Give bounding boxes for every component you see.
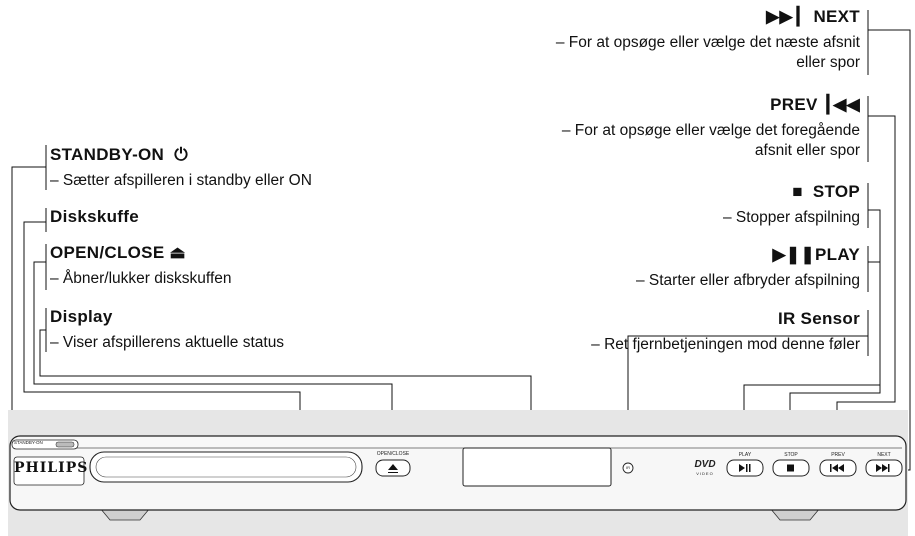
ir-sensor-icon: [622, 462, 634, 474]
stop-panel-label: STOP: [784, 452, 798, 458]
standby-led: [55, 441, 75, 448]
eject-icon: ⏏: [169, 243, 186, 262]
display-title: Display: [50, 307, 113, 326]
play-pause-icon: ▶❚❚: [772, 245, 816, 264]
standby-title: STANDBY-ON ⏻: [50, 145, 188, 164]
ir-mark: IR: [626, 465, 630, 470]
dvd-video-sub: VIDEO: [696, 471, 714, 476]
play-desc: – Starter eller afbryder afspilning: [635, 272, 860, 289]
display-desc: – Viser afspillerens aktuelle status: [50, 334, 285, 351]
display-connector: [39, 329, 532, 462]
play-title: ▶❚❚PLAY: [772, 245, 860, 264]
disc-tray-inner: [95, 456, 357, 478]
eject-icon: [388, 464, 398, 473]
brand-box: [13, 456, 85, 486]
standby-desc: – Sætter afspilleren i standby eller ON: [50, 172, 312, 189]
previous-track-icon: [830, 464, 844, 472]
disc-tray: [89, 451, 363, 483]
ir-desc: – Ret fjernbetjeningen mod denne føler: [591, 336, 860, 353]
next-desc-line2: eller spor: [796, 54, 860, 71]
next-track-icon: ▶▶┃: [766, 7, 804, 26]
play-pause-icon: [739, 464, 751, 472]
play-connector: [743, 261, 881, 455]
next-panel-label: NEXT: [877, 452, 891, 458]
brand-logo: PHILIPS: [14, 460, 89, 476]
next-track-icon: [876, 464, 890, 472]
openclose-panel-label: OPEN/CLOSE: [376, 451, 410, 457]
play-panel-label: PLAY: [738, 452, 752, 458]
next-desc-line1: – For at opsøge eller vælge det næste af…: [555, 34, 860, 51]
tray-title: Diskskuffe: [50, 207, 139, 226]
prev-desc-line2: afsnit eller spor: [754, 142, 860, 159]
standby-panel-label: STANDBY-ON: [14, 440, 43, 445]
stop-square-icon: ■: [792, 182, 803, 201]
prev-desc-line1: – For at opsøge eller vælge det foregåen…: [561, 122, 860, 139]
openclose-title: OPEN/CLOSE ⏏: [50, 243, 186, 262]
next-title: ▶▶┃ NEXT: [766, 7, 860, 26]
stop-title: ■ STOP: [792, 182, 860, 201]
dvd-logo: DVD: [694, 459, 716, 470]
prev-title: PREV ┃◀◀: [770, 95, 860, 114]
previous-track-icon: ┃◀◀: [822, 95, 860, 114]
ir-title: IR Sensor: [777, 309, 860, 328]
openclose-desc: – Åbner/lukker diskskuffen: [50, 270, 232, 287]
stop-desc: – Stopper afspilning: [722, 209, 860, 226]
prev-panel-label: PREV: [831, 452, 845, 458]
stop-square-icon: [787, 464, 794, 472]
power-icon: ⏻: [174, 145, 188, 164]
display-window: [462, 447, 612, 487]
